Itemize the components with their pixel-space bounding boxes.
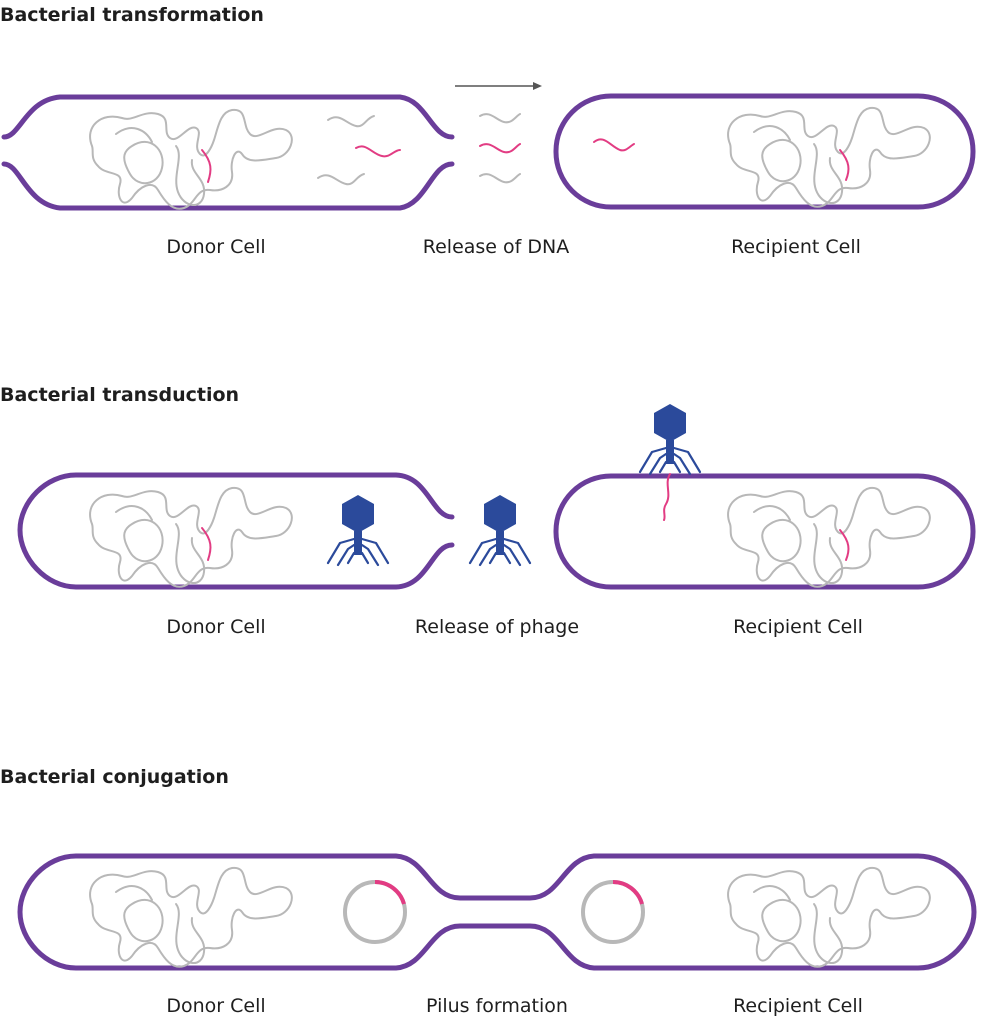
- taken-up-dna: [593, 138, 635, 152]
- recipient-chromosome: [727, 486, 931, 588]
- label-pilus: Pilus formation: [426, 995, 568, 1017]
- recipient-gene-segment: [839, 529, 850, 561]
- recipient-plasmid-gene: [612, 879, 644, 905]
- label-donor-cell: Donor Cell: [166, 616, 265, 638]
- conjugating-cells-membrane: [17, 853, 977, 971]
- label-release: Release of DNA: [423, 236, 569, 258]
- recipient-cell-membrane: [553, 473, 976, 590]
- donor-plasmid-gene: [374, 879, 406, 905]
- recipient-chromosome: [727, 866, 931, 968]
- free-dna-fragment-highlight: [355, 145, 401, 158]
- donor-cell-membrane-lower: [1, 161, 455, 211]
- label-recipient-cell: Recipient Cell: [733, 995, 863, 1017]
- released-dna-fragment-highlight: [479, 143, 521, 154]
- infecting-phage: [638, 402, 702, 476]
- label-donor-cell: Donor Cell: [166, 236, 265, 258]
- free-dna-fragment: [327, 115, 375, 128]
- donor-chromosome: [89, 866, 293, 968]
- donor-cell-membrane: [1, 94, 455, 140]
- free-dna-fragment: [317, 173, 365, 186]
- released-dna-fragment: [479, 173, 521, 184]
- label-recipient-cell: Recipient Cell: [733, 616, 863, 638]
- injected-dna: [663, 473, 671, 521]
- donor-gene-segment: [201, 149, 212, 183]
- released-phage: [468, 493, 532, 567]
- section-title-conjugation: Bacterial conjugation: [0, 766, 229, 788]
- section-title-transduction: Bacterial transduction: [0, 384, 239, 406]
- donor-gene-segment: [201, 527, 212, 561]
- released-dna-fragment: [479, 113, 521, 124]
- phage-in-donor: [326, 493, 390, 567]
- arrow-head: [533, 82, 542, 90]
- donor-chromosome: [89, 108, 293, 210]
- label-recipient-cell: Recipient Cell: [731, 236, 861, 258]
- donor-chromosome: [89, 486, 293, 588]
- section-title-transformation: Bacterial transformation: [0, 4, 264, 26]
- recipient-gene-segment: [839, 149, 850, 181]
- label-donor-cell: Donor Cell: [166, 995, 265, 1017]
- recipient-cell-membrane: [553, 93, 976, 210]
- label-release: Release of phage: [415, 616, 579, 638]
- recipient-chromosome: [727, 106, 931, 208]
- donor-cell-membrane: [17, 472, 455, 590]
